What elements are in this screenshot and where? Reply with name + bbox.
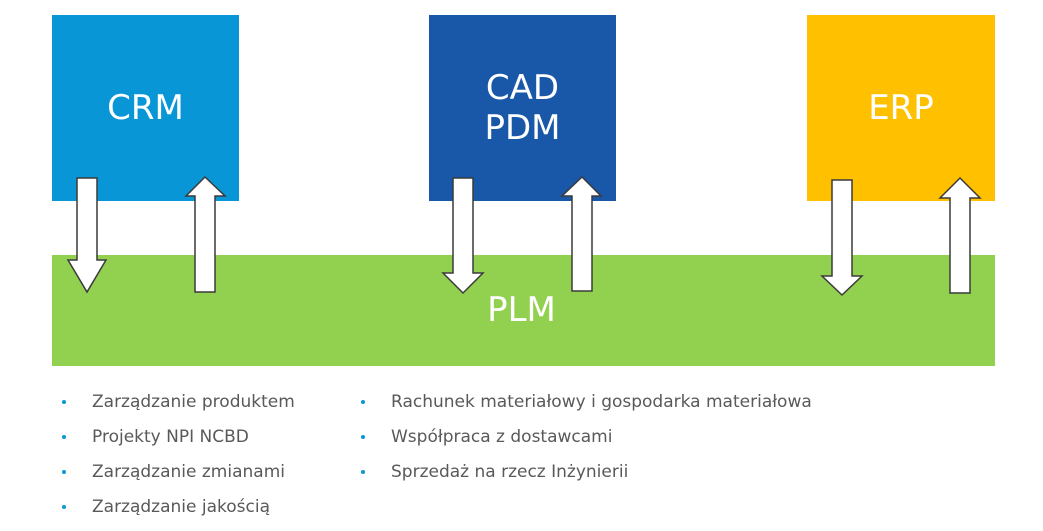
crm-down-arrow-icon xyxy=(66,177,108,294)
bullet-icon xyxy=(361,435,365,439)
feature-list-right: Rachunek materiałowy i gospodarka materi… xyxy=(355,391,812,496)
cad-pdm-box: CAD PDM xyxy=(429,15,616,201)
bullet-icon xyxy=(62,435,66,439)
cad-label: CAD xyxy=(485,68,560,108)
crm-box: CRM xyxy=(52,15,239,201)
list-item: Zarządzanie zmianami xyxy=(56,461,295,496)
plm-label: PLM xyxy=(487,290,556,330)
erp-box: ERP xyxy=(807,15,995,201)
cad-up-arrow-icon xyxy=(560,175,603,292)
list-item: Współpraca z dostawcami xyxy=(355,426,812,461)
list-item: Projekty NPI NCBD xyxy=(56,426,295,461)
list-item: Rachunek materiałowy i gospodarka materi… xyxy=(355,391,812,426)
feature-list-left: Zarządzanie produktem Projekty NPI NCBD … xyxy=(56,391,295,531)
list-item: Zarządzanie produktem xyxy=(56,391,295,426)
crm-up-arrow-icon xyxy=(184,175,227,293)
bullet-icon xyxy=(361,470,365,474)
bullet-icon xyxy=(62,505,66,509)
bullet-icon xyxy=(62,470,66,474)
bullet-icon xyxy=(361,400,365,404)
erp-up-arrow-icon xyxy=(938,176,982,294)
bullet-icon xyxy=(62,400,66,404)
crm-label: CRM xyxy=(107,88,184,128)
list-item: Zarządzanie jakością xyxy=(56,496,295,531)
list-item: Sprzedaż na rzecz Inżynierii xyxy=(355,461,812,496)
erp-label: ERP xyxy=(868,88,934,128)
erp-down-arrow-icon xyxy=(820,179,864,297)
pdm-label: PDM xyxy=(484,108,561,148)
cad-down-arrow-icon xyxy=(441,177,485,295)
